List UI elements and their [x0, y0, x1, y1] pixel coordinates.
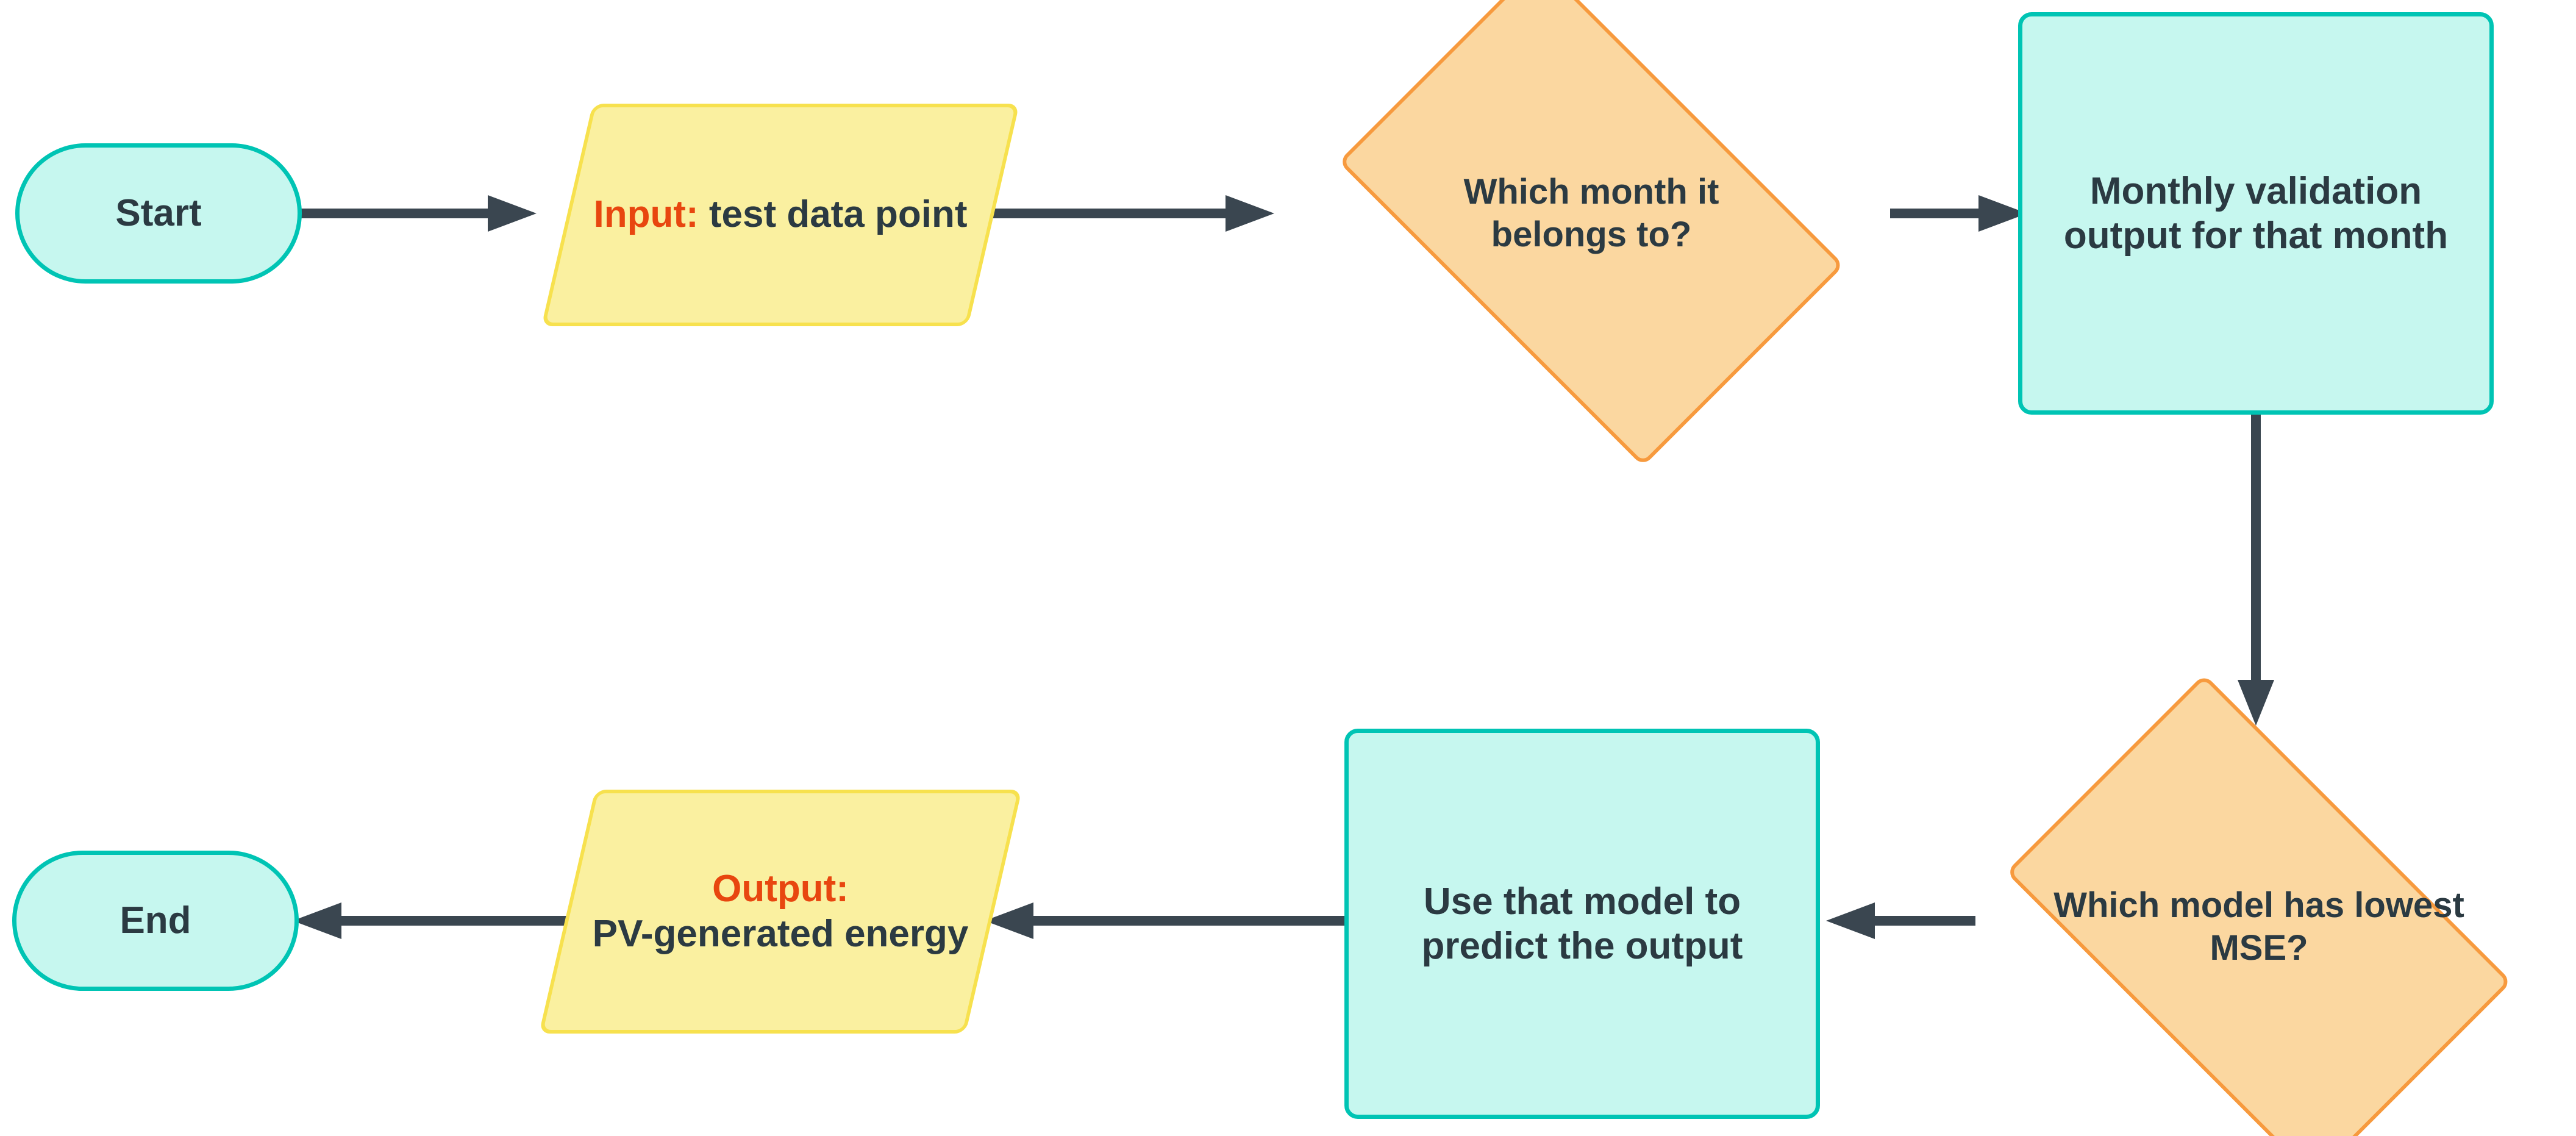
node-input-keyword: Input: [593, 193, 699, 236]
node-mse-decision-label: Which model has lowest MSE? [2053, 885, 2464, 968]
node-monthly-validation-label: Monthly validation output for that month [2063, 170, 2449, 257]
node-end[interactable]: End [12, 851, 299, 991]
edge-input-to-month-decision [988, 195, 1280, 232]
node-month-decision-label: Which month it belongs to? [1463, 172, 1719, 254]
node-input-label: Input: test data point [567, 104, 994, 326]
node-output-label: Output:PV-generated energy [567, 790, 994, 1034]
node-end-label: End [120, 899, 191, 942]
node-output[interactable]: Output:PV-generated energy [538, 790, 1022, 1034]
edge-monthly-validation-to-mse-decision [2238, 409, 2274, 732]
edge-start-to-input [293, 195, 549, 232]
node-start[interactable]: Start [15, 143, 302, 284]
edge-output-to-end [287, 902, 591, 939]
node-monthly-validation[interactable]: Monthly validation output for that month [2018, 12, 2494, 415]
node-start-label: Start [115, 192, 202, 235]
node-mse-decision[interactable]: Which model has lowest MSE? [1951, 674, 2567, 1136]
node-input[interactable]: Input: test data point [541, 104, 1020, 326]
node-output-text: PV-generated energy [592, 913, 969, 955]
node-month-decision[interactable]: Which month it belongs to? [1286, 0, 1896, 466]
edge-month-decision-to-monthly-validation [1890, 195, 2043, 232]
node-output-keyword: Output: [712, 867, 849, 910]
node-use-model-label: Use that model to predict the output [1421, 880, 1743, 967]
node-use-model[interactable]: Use that model to predict the output [1344, 729, 1820, 1119]
edge-use-model-to-output [976, 902, 1354, 939]
node-input-text: test data point [698, 193, 968, 236]
edge-mse-decision-to-use-model [1823, 902, 1982, 939]
